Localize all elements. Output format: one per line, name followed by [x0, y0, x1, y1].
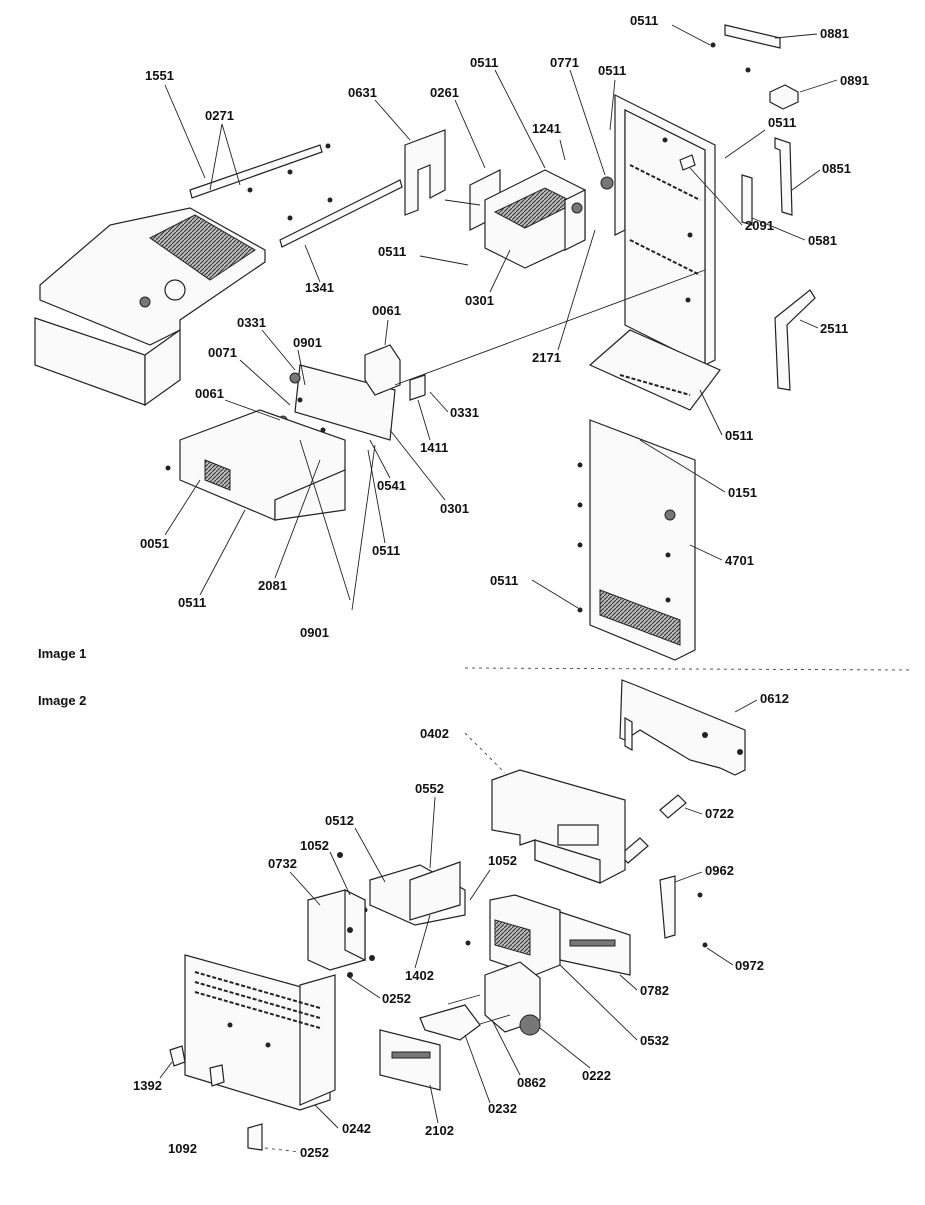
- callout-0232: 0232: [488, 1101, 517, 1116]
- callout-0301-b: 0301: [440, 501, 469, 516]
- callout-0222: 0222: [582, 1068, 611, 1083]
- callout-0271: 0271: [205, 108, 234, 123]
- callout-0511-i: 0511: [725, 428, 753, 443]
- callout-0532: 0532: [640, 1033, 669, 1048]
- callout-0511-h: 0511: [490, 573, 518, 588]
- callout-4701: 4701: [725, 553, 754, 568]
- part-0891: [769, 84, 799, 110]
- bar-0962: [659, 875, 676, 939]
- image1-assembly: [34, 24, 816, 661]
- callout-0151: 0151: [728, 485, 757, 500]
- callout-0972: 0972: [735, 958, 764, 973]
- callout-0962: 0962: [705, 863, 734, 878]
- clip-1392: [169, 1045, 186, 1067]
- callout-0511-c: 0511: [630, 13, 658, 28]
- callout-1551: 1551: [145, 68, 174, 83]
- callout-0261: 0261: [430, 85, 459, 100]
- callout-0511-a: 0511: [470, 55, 498, 70]
- front-plate: [577, 329, 721, 661]
- strip-2511: [774, 289, 816, 391]
- callout-0252-a: 0252: [382, 991, 411, 1006]
- lever-0232: [419, 1004, 481, 1041]
- callout-0061-b: 0061: [195, 386, 224, 401]
- callout-1092: 1092: [168, 1141, 197, 1156]
- part-2091: [679, 154, 696, 171]
- callout-0061-a: 0061: [372, 303, 401, 318]
- callout-2091: 2091: [745, 218, 774, 233]
- callout-0512: 0512: [325, 813, 354, 828]
- callout-0511-f: 0511: [372, 543, 400, 558]
- image1-label: Image 1: [38, 646, 86, 661]
- callout-1411: 1411: [420, 440, 448, 455]
- strip-0851: [774, 137, 793, 216]
- callout-0511-b: 0511: [598, 63, 626, 78]
- callout-0552: 0552: [415, 781, 444, 796]
- callout-1052-a: 1052: [300, 838, 329, 853]
- callout-1241: 1241: [532, 121, 561, 136]
- callout-1402: 1402: [405, 968, 434, 983]
- callout-1052-b: 1052: [488, 853, 517, 868]
- rail-1341: [279, 179, 403, 248]
- callout-0511-d: 0511: [768, 115, 796, 130]
- control-panel: [600, 94, 716, 366]
- callout-0722: 0722: [705, 806, 734, 821]
- callout-0511-g: 0511: [178, 595, 206, 610]
- callout-1341: 1341: [305, 280, 334, 295]
- callout-2102: 2102: [425, 1123, 454, 1138]
- callout-0891: 0891: [840, 73, 869, 88]
- callout-0331-a: 0331: [237, 315, 266, 330]
- callout-0541: 0541: [377, 478, 406, 493]
- callout-0612: 0612: [760, 691, 789, 706]
- image2-label: Image 2: [38, 693, 86, 708]
- auger-motor-assembly: [278, 344, 426, 441]
- callout-0732: 0732: [268, 856, 297, 871]
- callout-0771: 0771: [550, 55, 579, 70]
- callout-2511: 2511: [820, 321, 848, 336]
- part-1092: [247, 1123, 263, 1151]
- motor-0222: [484, 961, 541, 1033]
- callout-0631: 0631: [348, 85, 377, 100]
- rail-1551: [189, 144, 323, 199]
- callout-0252-b: 0252: [300, 1145, 329, 1160]
- ice-maker: [469, 169, 586, 269]
- callout-1392: 1392: [133, 1078, 162, 1093]
- ice-bucket: [34, 207, 266, 407]
- callout-0242: 0242: [342, 1121, 371, 1136]
- image2-assembly: [169, 679, 746, 1153]
- callout-2171: 2171: [532, 350, 561, 365]
- bracket-0631: [404, 129, 446, 216]
- callout-0901-b: 0901: [300, 625, 329, 640]
- plate-2102: [379, 1029, 441, 1091]
- callout-2081: 2081: [258, 578, 287, 593]
- callout-0071: 0071: [208, 345, 237, 360]
- part-0881: [724, 24, 781, 49]
- callout-0782: 0782: [640, 983, 669, 998]
- callout-0862: 0862: [517, 1075, 546, 1090]
- callout-0881: 0881: [820, 26, 849, 41]
- image-separator: [464, 667, 911, 671]
- callout-0402: 0402: [420, 726, 449, 741]
- callout-0511-e: 0511: [378, 244, 406, 259]
- callout-0301-a: 0301: [465, 293, 494, 308]
- bracket-0612: [619, 679, 746, 776]
- callout-0851: 0851: [822, 161, 851, 176]
- callouts: 1551 0271 1341 0631 0261 0511 0771 1241 …: [38, 13, 869, 1160]
- cylinder-0722: [659, 794, 687, 819]
- callout-0901-a: 0901: [293, 335, 322, 350]
- callout-0581: 0581: [808, 233, 837, 248]
- callout-0051: 0051: [140, 536, 169, 551]
- callout-0331-b: 0331: [450, 405, 479, 420]
- strip-0581: [741, 174, 753, 226]
